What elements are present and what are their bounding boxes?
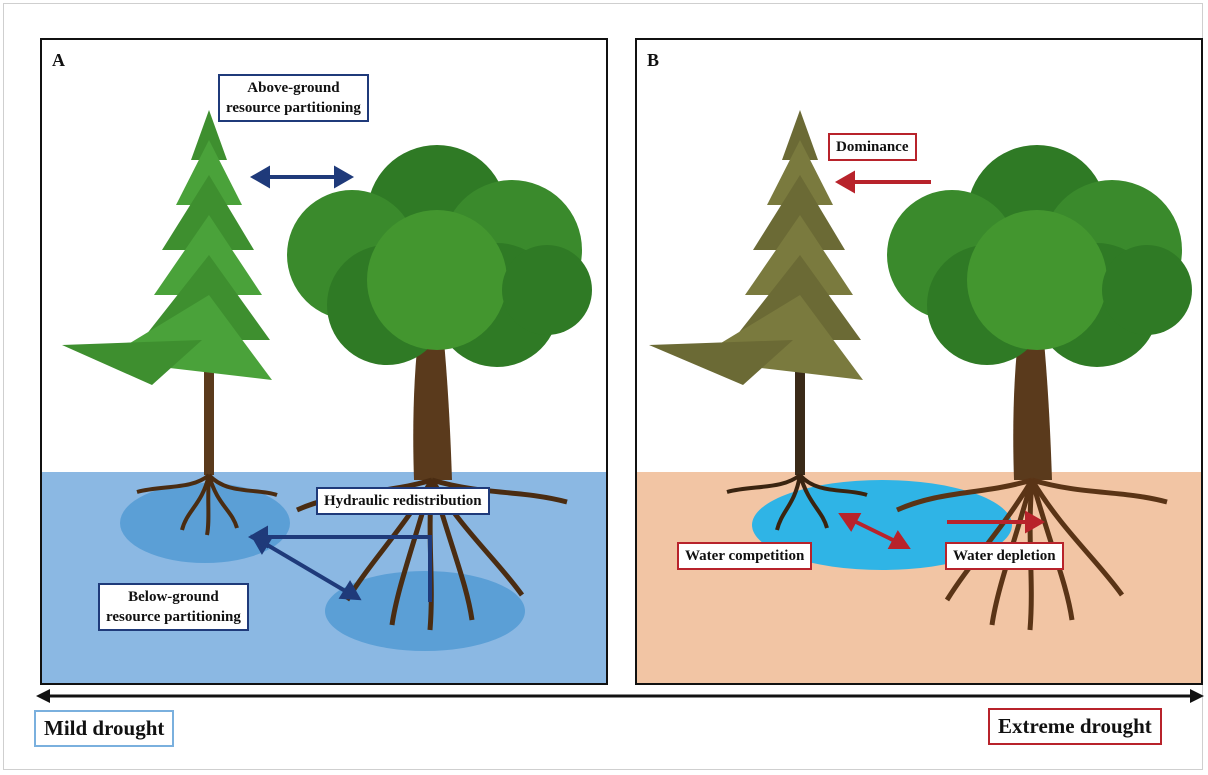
root-partition-arrow (250, 534, 362, 601)
broadleaf-water-zone (325, 571, 525, 651)
panel-b-illustration (637, 110, 1201, 683)
water-competition-label: Water competition (677, 542, 813, 570)
mild-drought-label: Mild drought (34, 710, 175, 747)
conifer-water-zone (120, 483, 290, 563)
panel-a-label: A (52, 50, 65, 70)
below-ground-partitioning-label: Below-ground resource partitioning (98, 583, 249, 631)
above-ground-partitioning-label: Above-ground resource partitioning (218, 74, 369, 122)
water-depletion-arrow (947, 510, 1046, 534)
water-depletion-label: Water depletion (945, 542, 1064, 570)
panel-a-illustration (42, 110, 606, 683)
water-competition-arrow (838, 513, 911, 549)
dominant-broadleaf-tree (887, 145, 1192, 480)
stressed-conifer-roots (726, 473, 868, 531)
canopy-partition-arrow (249, 165, 355, 189)
stressed-conifer-tree (649, 110, 863, 475)
panel-a: A Above-ground resource partitioning Hyd… (40, 38, 608, 685)
conifer-roots (136, 473, 278, 536)
broadleaf-tree (287, 145, 592, 480)
hydraulic-redistribution-label: Hydraulic redistribution (316, 487, 490, 515)
drought-gradient-arrow (36, 689, 1204, 703)
below-ground-line-1: Below-ground (128, 589, 219, 605)
dominance-arrow (834, 170, 931, 194)
conifer-tree (62, 110, 272, 475)
panel-b-label: B (647, 50, 660, 70)
dominance-label: Dominance (828, 133, 917, 161)
above-ground-line-1: Above-ground (247, 80, 340, 96)
extreme-drought-label: Extreme drought (988, 708, 1162, 745)
above-ground-line-2: resource partitioning (226, 100, 361, 116)
below-ground-line-2: resource partitioning (106, 609, 241, 625)
panel-b: B Dominance Water competition Water depl… (635, 38, 1203, 685)
